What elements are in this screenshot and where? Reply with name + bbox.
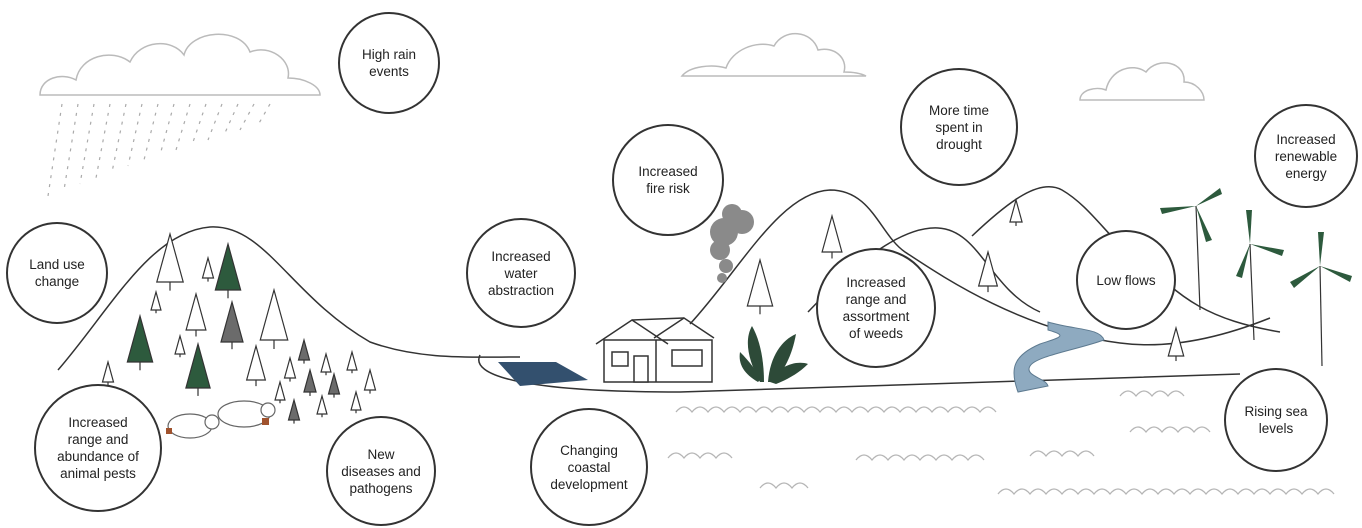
tree-icon — [214, 241, 242, 291]
cloud-middle — [680, 32, 867, 77]
tree-icon — [220, 299, 244, 343]
bubble-renewable-energy: Increased renewable energy — [1254, 104, 1358, 208]
label-renewable-energy: Increased renewable energy — [1274, 131, 1338, 181]
bubble-low-flows: Low flows — [1076, 230, 1176, 330]
tree-icon — [821, 213, 843, 253]
tree-icon — [245, 343, 267, 381]
house — [595, 317, 715, 383]
tree-icon — [363, 367, 377, 391]
bubble-land-use-change: Land use change — [6, 222, 108, 324]
bubble-water-abstraction: Increased water abstraction — [466, 218, 576, 328]
tree-icon — [316, 393, 328, 415]
bubble-diseases-pathogens: New diseases and pathogens — [326, 416, 436, 526]
turbine-blades — [1160, 188, 1352, 288]
label-high-rain-events: High rain events — [361, 47, 417, 79]
tree-icon — [350, 389, 362, 411]
weed-plant — [739, 326, 808, 384]
tree-group — [101, 197, 1185, 424]
tree-icon — [283, 355, 297, 379]
tree-icon — [150, 289, 162, 311]
tree-icon — [303, 367, 317, 393]
label-diseases-pathogens: New diseases and pathogens — [341, 446, 421, 496]
label-fire-risk: Increased fire risk — [638, 164, 698, 196]
tree-icon — [259, 287, 289, 341]
label-sea-levels: Rising sea levels — [1244, 404, 1308, 436]
tree-icon — [174, 333, 186, 355]
tree-icon — [201, 255, 215, 279]
rodent-feet — [166, 418, 269, 434]
label-water-abstraction: Increased water abstraction — [487, 248, 555, 298]
tree-icon — [346, 349, 358, 371]
bubble-weeds: Increased range and assortment of weeds — [816, 248, 936, 368]
wind-turbines — [1195, 205, 1323, 367]
bubble-animal-pests: Increased range and abundance of animal … — [34, 384, 162, 512]
label-weeds: Increased range and assortment of weeds — [842, 275, 910, 341]
river — [1013, 321, 1105, 393]
tree-icon — [746, 257, 774, 307]
bubble-sea-levels: Rising sea levels — [1224, 368, 1328, 472]
rain-streaks — [47, 103, 271, 197]
label-land-use-change: Land use change — [29, 257, 85, 289]
tree-icon — [1009, 197, 1023, 223]
label-animal-pests: Increased range and abundance of animal … — [57, 415, 139, 481]
tree-icon — [185, 341, 211, 389]
bubble-fire-risk: Increased fire risk — [612, 124, 724, 236]
pond — [498, 362, 588, 386]
tree-icon — [156, 231, 184, 283]
smoke-plume — [710, 204, 754, 283]
tree-icon — [274, 379, 286, 401]
label-coastal-development: Changing coastal development — [550, 442, 628, 492]
tree-icon — [327, 371, 341, 395]
bubble-high-rain-events: High rain events — [338, 12, 440, 114]
bubble-drought: More time spent in drought — [900, 68, 1018, 186]
rodents — [167, 400, 276, 439]
tree-icon — [320, 351, 332, 373]
sea-waves — [667, 390, 1335, 496]
tree-icon — [101, 359, 115, 383]
tree-icon — [126, 313, 154, 363]
label-low-flows: Low flows — [1096, 272, 1156, 288]
label-drought: More time spent in drought — [928, 102, 989, 152]
tree-icon — [287, 397, 301, 421]
cloud-right — [1079, 62, 1205, 101]
tree-icon — [185, 291, 207, 331]
bubble-coastal-development: Changing coastal development — [530, 408, 648, 526]
tree-icon — [297, 337, 311, 361]
rain-cloud — [39, 33, 321, 96]
